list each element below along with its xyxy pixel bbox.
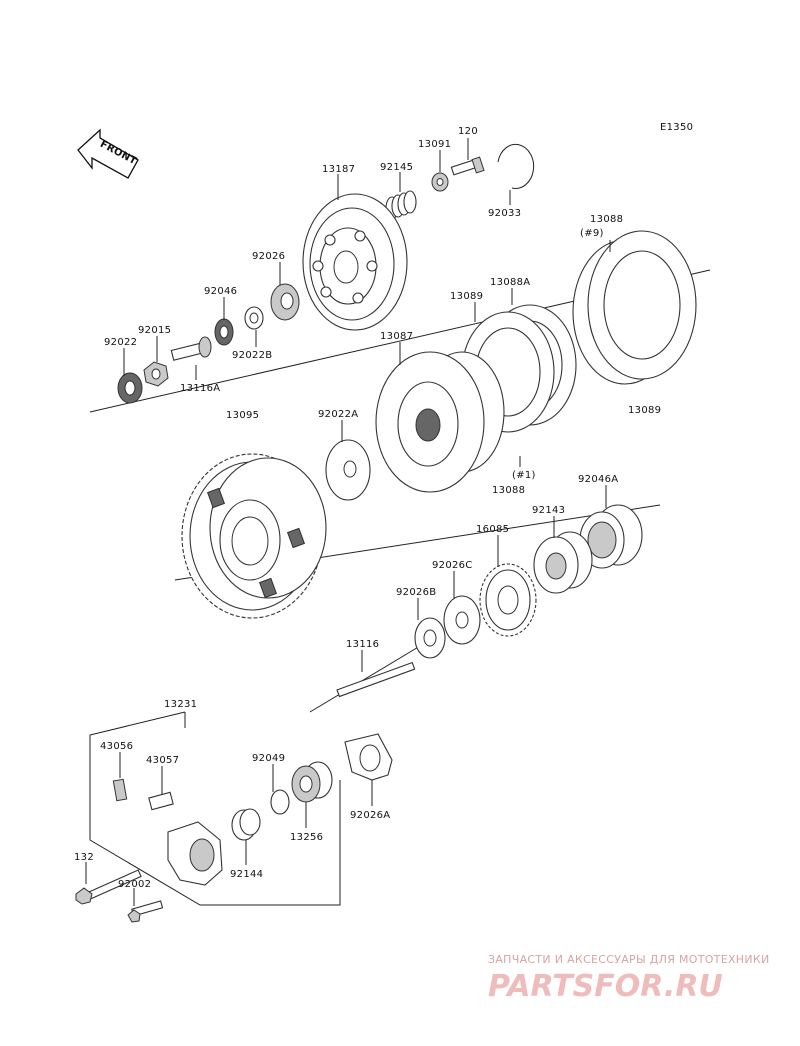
label-92015: 92015 — [138, 325, 171, 336]
watermark-tagline: ЗАПЧАСТИ И АКСЕССУАРЫ ДЛЯ МОТОТЕХНИКИ — [488, 953, 770, 966]
leader-lines — [85, 138, 611, 906]
label-92026b: 92026B — [396, 587, 436, 598]
label-92046a: 92046A — [578, 474, 618, 485]
bolt-92002 — [127, 900, 164, 923]
pushrod-13116a — [170, 336, 212, 361]
washer-92022a — [325, 439, 371, 501]
label-92026: 92026 — [252, 251, 285, 262]
label-92049: 92049 — [252, 753, 285, 764]
clutch-plates-middle — [461, 304, 577, 433]
part-labels: 13187 92145 13091 120 92033 92026 92046 … — [74, 126, 661, 890]
washer-92022b — [244, 306, 264, 330]
seal-13256 — [291, 761, 333, 803]
release-cylinder — [167, 821, 223, 886]
label-43056: 43056 — [100, 741, 133, 752]
label-132: 132 — [74, 852, 94, 863]
spring-92144 — [231, 808, 261, 841]
gasket-92026a — [344, 733, 393, 781]
label-92046: 92046 — [204, 286, 237, 297]
label-92143: 92143 — [532, 505, 565, 516]
label-13231: 13231 — [164, 699, 197, 710]
label-13088-9: 13088 — [590, 214, 623, 225]
label-92145: 92145 — [380, 162, 413, 173]
oring-92049 — [270, 789, 290, 815]
circlip-92033 — [497, 143, 535, 189]
clutch-plates-right — [572, 230, 697, 385]
washer-92026b — [414, 617, 446, 659]
bleeder-43056 — [112, 778, 128, 802]
label-13116: 13116 — [346, 639, 379, 650]
washer-92022 — [117, 372, 143, 404]
nut-92015 — [143, 361, 169, 387]
watermark: ЗАПЧАСТИ И АКСЕССУАРЫ ДЛЯ МОТОТЕХНИКИ PA… — [488, 953, 770, 1004]
label-13088-1-note: (#1) — [512, 470, 536, 481]
washer-92026c — [443, 595, 481, 645]
label-13187: 13187 — [322, 164, 355, 175]
label-43057: 43057 — [146, 755, 179, 766]
label-92033: 92033 — [488, 208, 521, 219]
label-13088-9-note: (#9) — [580, 228, 604, 239]
collar-13091 — [431, 172, 449, 192]
label-13256: 13256 — [290, 832, 323, 843]
bearing-92046 — [214, 318, 234, 346]
clutch-hub-13087 — [375, 351, 505, 493]
label-13091: 13091 — [418, 139, 451, 150]
bolt-132 — [75, 869, 142, 905]
label-92002: 92002 — [118, 879, 151, 890]
clutch-housing-13095 — [181, 453, 327, 619]
washer-92026 — [270, 283, 300, 321]
release-group-box — [89, 711, 341, 906]
label-13089-top: 13089 — [450, 291, 483, 302]
label-92022b: 92022B — [232, 350, 272, 361]
label-92022a: 92022A — [318, 409, 358, 420]
label-13088a: 13088A — [490, 277, 530, 288]
watermark-logo: PARTSFOR.RU — [488, 969, 723, 1004]
cap-43057 — [148, 791, 174, 811]
diagram-code: E1350 — [660, 122, 693, 133]
label-16085: 16085 — [476, 524, 509, 535]
front-arrow-icon: FRONT — [77, 128, 139, 179]
bolt-120 — [450, 156, 485, 176]
label-13089-right: 13089 — [628, 405, 661, 416]
label-92026a: 92026A — [350, 810, 390, 821]
gear-16085 — [479, 563, 537, 637]
label-92144: 92144 — [230, 869, 263, 880]
label-13088-1: 13088 — [492, 485, 525, 496]
label-92022: 92022 — [104, 337, 137, 348]
sleeve-92143 — [533, 531, 593, 594]
pressure-plate-13187 — [302, 193, 408, 331]
label-120: 120 — [458, 126, 478, 137]
label-13087: 13087 — [380, 331, 413, 342]
label-13095: 13095 — [226, 410, 259, 421]
label-92026c: 92026C — [432, 560, 473, 571]
rod-13116 — [336, 661, 416, 698]
label-13116a: 13116A — [180, 383, 220, 394]
